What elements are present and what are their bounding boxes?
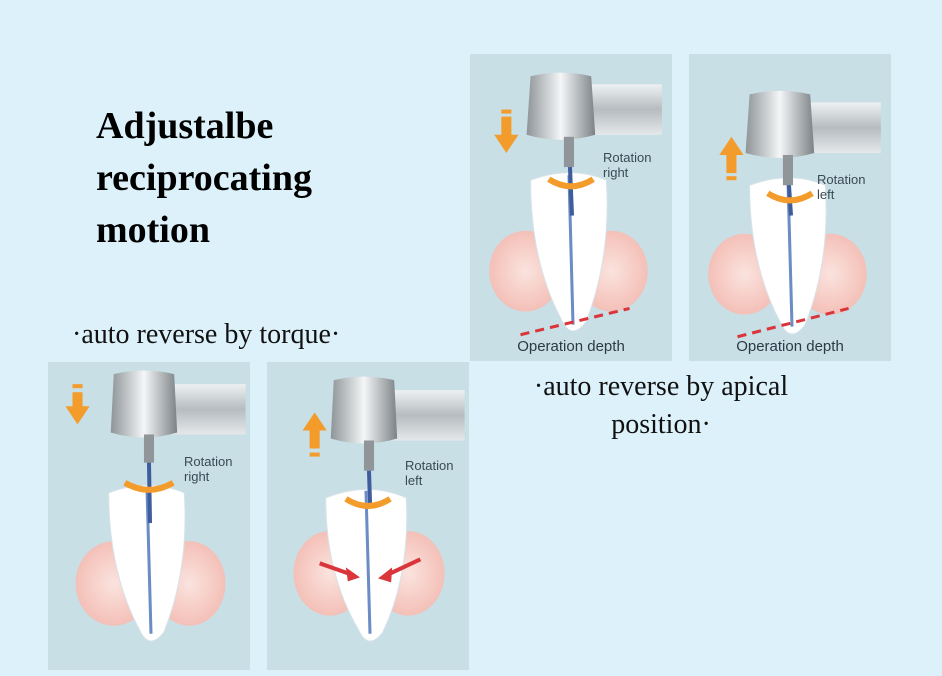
title-line-1: Adjustalbe xyxy=(96,105,274,147)
caption-apical: ·auto reverse by apical position· xyxy=(496,368,826,444)
rotation-arrow xyxy=(547,176,595,190)
title-line-2: reciprocating xyxy=(96,157,312,199)
rotation-arrow xyxy=(123,480,175,493)
down-arrow-icon xyxy=(65,392,90,425)
operation-depth-label: Operation depth xyxy=(517,338,625,355)
tooth-illustration xyxy=(293,376,465,642)
operation-depth-label: Operation depth xyxy=(736,338,844,355)
rotation-arrow xyxy=(766,190,814,204)
rotation-arrow xyxy=(344,496,392,509)
handpiece-head xyxy=(526,72,596,140)
tooth-illustration xyxy=(708,90,881,339)
caption-torque: ·auto reverse by torque· xyxy=(72,319,341,350)
handpiece-neck xyxy=(591,84,662,135)
up-arrow-icon xyxy=(719,136,744,174)
up-arrow-icon xyxy=(302,412,327,449)
tooth-illustration xyxy=(489,72,662,337)
caption-apical-line-1: ·auto reverse by apical xyxy=(533,371,789,402)
torque-arrow-right xyxy=(385,557,422,578)
depth-line xyxy=(737,306,849,339)
caption-apical-line-2: position· xyxy=(611,409,711,440)
depth-line xyxy=(520,306,630,337)
title: Adjustalbe reciprocating motion xyxy=(96,100,312,256)
title-line-3: motion xyxy=(96,209,210,251)
tooth-illustration xyxy=(65,370,246,642)
down-arrow-icon xyxy=(494,116,519,153)
